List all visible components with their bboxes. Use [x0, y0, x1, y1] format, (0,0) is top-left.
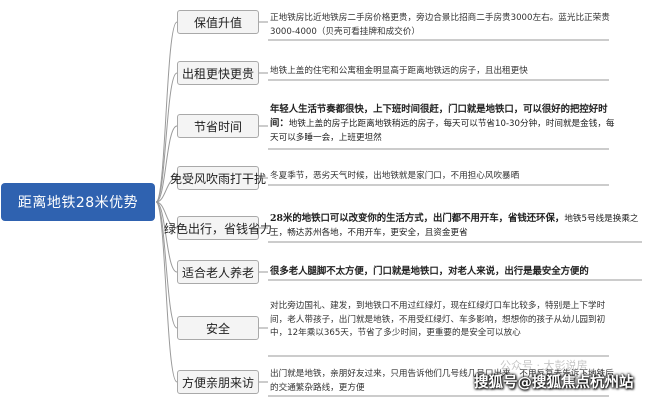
root-topic-link	[155, 201, 178, 383]
detail-text: 年轻人生活节奏都很快，上下班时间很赶，门口就是地铁口，可以很好的把控好时间：地铁…	[270, 103, 615, 145]
topic-label: 出租更快更贵	[181, 66, 254, 81]
topic-label: 方便亲朋来访	[181, 375, 254, 390]
detail-body: 地铁上盖的房子比距离地铁稍远的房子，每天可以节省10-30分钟，时间就是金钱，每…	[270, 119, 615, 143]
detail-text: 地铁上盖的住宅和公寓租金明显高于距离地铁远的房子，且出租更快	[270, 65, 615, 79]
detail-body: 地铁上盖的住宅和公寓租金明显高于距离地铁远的房子，且出租更快	[270, 66, 528, 76]
detail-text: 对比旁边国礼、建发，到地铁口不用过红绿灯，现在红绿灯口车比较多，特别是上下学时间…	[270, 300, 615, 341]
topic-label: 保值升值	[193, 15, 242, 30]
detail-body: 正地铁房比近地铁房二手房价格更贵，旁边合景比招商二手房贵3000左右。蓝光比正荣…	[270, 13, 610, 37]
topic-label: 绿色出行，省钱省力	[164, 221, 273, 236]
root-node: 距离地铁28米优势	[1, 183, 155, 221]
topic-node: 方便亲朋来访	[177, 370, 259, 394]
root-topic-link	[155, 72, 178, 203]
detail-body: 出门就是地铁，亲朋好友过来，只用告诉他们几号线几号口出来，不用反复去告诉下地铁后…	[270, 369, 614, 393]
topic-label: 节省时间	[193, 119, 242, 134]
topic-node: 出租更快更贵	[177, 61, 259, 85]
detail-text: 28米的地铁口可以改变你的生活方式，出门都不用开车，省钱还环保，地铁5号线是换乘…	[270, 212, 648, 240]
detail-body: 地铁5号线是换乘之王，畅达苏州各地，不用开车，更安全，且资金更省	[270, 214, 639, 238]
topic-node: 绿色出行，省钱省力	[164, 216, 272, 240]
topic-label: 适合老人养老	[181, 265, 254, 280]
topic-node: 安全	[177, 316, 259, 340]
root-topic-link	[155, 201, 178, 273]
platform-watermark: 公众号 · 大彭说房	[500, 359, 588, 372]
detail-text: 很多老人腿脚不太方便，门口就是地铁口，对老人来说，出行是最安全方便的	[270, 265, 648, 279]
topic-node: 免受风吹雨打干扰	[170, 166, 266, 190]
topic-label: 免受风吹雨打干扰	[170, 171, 267, 186]
sohu-watermark: 搜狐号@搜狐焦点杭州站	[474, 375, 634, 391]
root-topic-link	[155, 177, 178, 203]
detail-strong: 很多老人腿脚不太方便，门口就是地铁口，对老人来说，出行是最安全方便的	[270, 266, 589, 277]
detail-text: 正地铁房比近地铁房二手房价格更贵，旁边合景比招商二手房贵3000左右。蓝光比正荣…	[270, 12, 615, 39]
topic-node: 适合老人养老	[177, 260, 259, 284]
detail-body: 冬夏季节，恶劣天气时候，出地铁就是家门口，不用担心风吹暴晒	[270, 171, 520, 181]
detail-strong: 年轻人生活节奏都很快，上下班时间很赶，门口就是地铁口，可以很好的把控好时间：	[270, 104, 608, 129]
detail-text: 出门就是地铁，亲朋好友过来，只用告诉他们几号线几号口出来，不用反复去告诉下地铁后…	[270, 368, 615, 395]
topic-node: 保值升值	[177, 10, 259, 34]
detail-text: 冬夏季节，恶劣天气时候，出地铁就是家门口，不用担心风吹暴晒	[270, 170, 615, 184]
detail-strong: 28米的地铁口可以改变你的生活方式，出门都不用开车，省钱还环保，	[270, 213, 565, 224]
topic-node: 节省时间	[177, 114, 259, 138]
root-topic-link	[155, 125, 178, 203]
detail-body: 对比旁边国礼、建发，到地铁口不用过红绿灯，现在红绿灯口车比较多，特别是上下学时间…	[270, 301, 606, 339]
root-topic-link	[155, 21, 178, 203]
topic-label: 安全	[205, 321, 230, 336]
root-label: 距离地铁28米优势	[17, 195, 139, 211]
